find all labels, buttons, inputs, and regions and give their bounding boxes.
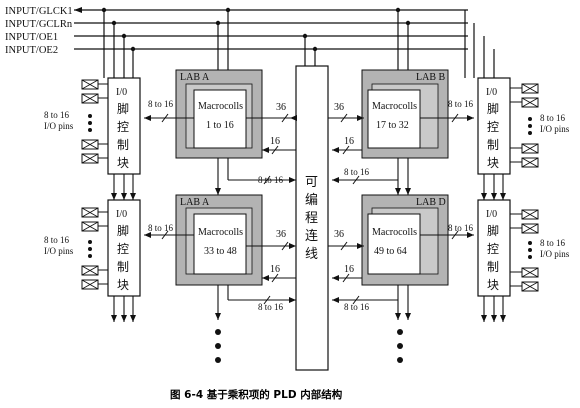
svg-text:I/0: I/0 (116, 209, 127, 220)
io-block-top-right: I/0 脚 控 制 块 (477, 77, 511, 175)
svg-text:脚: 脚 (487, 223, 499, 238)
svg-text:8 to 16: 8 to 16 (344, 167, 370, 177)
svg-text:脚: 脚 (117, 101, 129, 116)
svg-text:连: 连 (305, 228, 318, 243)
svg-text:16: 16 (344, 264, 354, 275)
io-block-bottom-left: I/0 脚 控 制 块 (107, 199, 141, 297)
lab-title: LAB A (180, 72, 210, 83)
svg-text:36: 36 (334, 229, 344, 240)
svg-text:8 to 16: 8 to 16 (148, 223, 174, 233)
interconnect-label: 可 编 程 连 线 (305, 174, 318, 261)
io-block-top-left: I/0 脚 控 制 块 (107, 77, 141, 175)
svg-text:控: 控 (487, 242, 499, 256)
input-label-oe2: INPUT/OE2 (5, 45, 58, 56)
input-arrows (74, 7, 82, 13)
bus-labels: 8 to 16 36 16 8 to 16 36 8 to 16 16 8 to… (148, 99, 474, 312)
pin-count-label: 8 to 16 (540, 113, 566, 123)
svg-text:36: 36 (276, 229, 286, 240)
svg-text:块: 块 (487, 156, 499, 170)
io-pins-left-top: 8 to 16 I/O pins (44, 79, 108, 164)
svg-text:制: 制 (117, 138, 129, 152)
svg-text:16: 16 (270, 264, 280, 275)
svg-text:8 to 16: 8 to 16 (258, 302, 284, 312)
pin-label: I/O pins (540, 124, 570, 134)
svg-text:编: 编 (305, 192, 318, 207)
lab-a-top: LAB A Macrocolls 1 to 16 (175, 69, 263, 159)
input-label-gclrn: INPUT/GCLRn (5, 19, 73, 30)
pin-count-label: 8 to 16 (540, 238, 566, 248)
junction-dots (101, 7, 411, 52)
svg-text:块: 块 (117, 156, 129, 170)
lab-d-bottom: LAB D Macrocolls 49 to 64 (361, 194, 449, 286)
svg-text:块: 块 (117, 278, 129, 292)
lab-title: LAB D (416, 197, 446, 208)
svg-text:8 to 16: 8 to 16 (344, 302, 370, 312)
svg-text:16: 16 (270, 136, 280, 147)
svg-text:制: 制 (487, 138, 499, 152)
continuation-dots (215, 329, 403, 363)
svg-text:制: 制 (117, 260, 129, 274)
io-pins-right-top: 8 to 16 I/O pins (510, 83, 570, 168)
programmable-interconnect (295, 65, 329, 371)
lab-b-top: LAB B Macrocolls 17 to 32 (361, 69, 449, 159)
pin-count-label: 8 to 16 (44, 110, 70, 120)
svg-text:程: 程 (305, 210, 318, 225)
svg-text:线: 线 (305, 246, 318, 261)
io-pins-right-bottom: 8 to 16 I/O pins (510, 209, 570, 292)
pin-count-label: 8 to 16 (44, 235, 70, 245)
svg-text:脚: 脚 (487, 101, 499, 116)
macrocell-label: Macrocolls (372, 227, 417, 238)
macrocell-range: 1 to 16 (206, 120, 234, 131)
svg-text:I/0: I/0 (116, 87, 127, 98)
macrocell-range: 49 to 64 (374, 246, 407, 257)
input-label-glck1: INPUT/GLCK1 (5, 6, 73, 17)
io-pins-left-bottom: 8 to 16 I/O pins (44, 207, 108, 290)
pin-label: I/O pins (540, 249, 570, 259)
svg-text:I/0: I/0 (486, 209, 497, 220)
svg-text:控: 控 (117, 120, 129, 134)
figure-caption: 图 6-4 基于乘积项的 PLD 内部结构 (170, 388, 343, 401)
input-label-oe1: INPUT/OE1 (5, 32, 58, 43)
svg-text:脚: 脚 (117, 223, 129, 238)
pin-label: I/O pins (44, 246, 74, 256)
svg-text:36: 36 (334, 102, 344, 113)
lab-title: LAB B (416, 72, 446, 83)
macrocell-label: Macrocolls (198, 101, 243, 112)
lab-title: LAB A (180, 197, 210, 208)
pin-label: I/O pins (44, 121, 74, 131)
macrocell-range: 33 to 48 (204, 246, 237, 257)
macrocell-range: 17 to 32 (376, 120, 409, 131)
svg-text:8 to 16: 8 to 16 (448, 223, 474, 233)
macrocell-label: Macrocolls (198, 227, 243, 238)
io-block-bottom-right: I/0 脚 控 制 块 (477, 199, 511, 297)
svg-text:8 to 16: 8 to 16 (258, 175, 284, 185)
svg-text:控: 控 (117, 242, 129, 256)
svg-text:控: 控 (487, 120, 499, 134)
input-lines (74, 9, 495, 78)
svg-text:8 to 16: 8 to 16 (448, 99, 474, 109)
svg-text:可: 可 (305, 174, 318, 189)
lab-a-bottom: LAB A Macrocolls 33 to 48 (175, 194, 263, 286)
macrocell-label: Macrocolls (372, 101, 417, 112)
svg-text:制: 制 (487, 260, 499, 274)
svg-text:8 to 16: 8 to 16 (148, 99, 174, 109)
svg-text:36: 36 (276, 102, 286, 113)
bus-slashes (161, 113, 459, 305)
svg-text:I/0: I/0 (486, 87, 497, 98)
arrowheads (111, 115, 506, 322)
svg-text:16: 16 (344, 136, 354, 147)
svg-text:块: 块 (487, 278, 499, 292)
input-labels: INPUT/GLCK1 INPUT/GCLRn INPUT/OE1 INPUT/… (5, 6, 73, 56)
